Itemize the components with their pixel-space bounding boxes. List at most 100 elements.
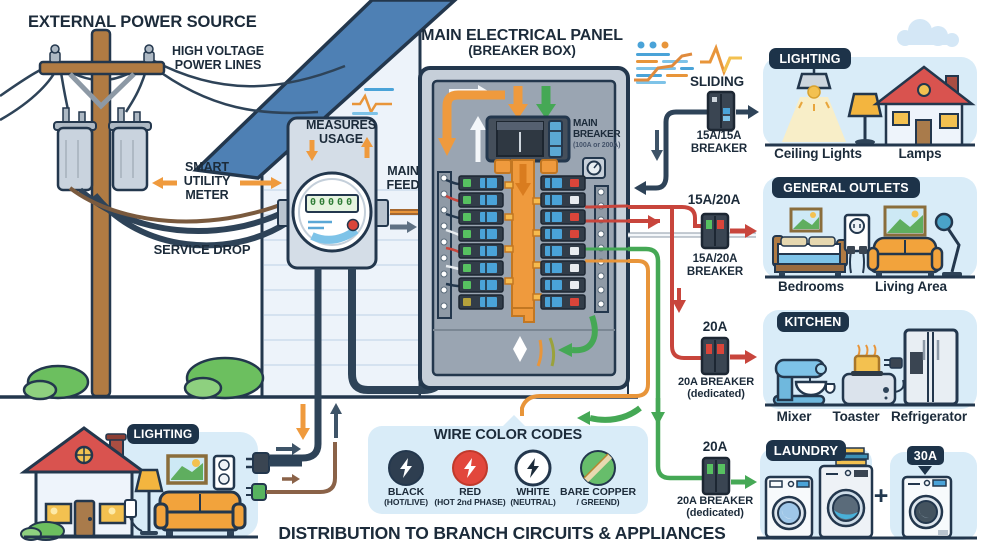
washer-with-clothes xyxy=(818,447,874,539)
orange-feed-elbow xyxy=(442,90,505,138)
main-feed-arrow xyxy=(390,221,417,233)
wall-outlet xyxy=(124,499,143,532)
orange-down-arrow xyxy=(438,138,456,156)
zone-pill-lighting: LIGHTING xyxy=(769,48,851,69)
footer-title: DISTRIBUTION TO BRANCH CIRCUITS & APPLIA… xyxy=(278,523,726,543)
wire-color-codes-panel xyxy=(368,415,648,514)
meter-indicator xyxy=(346,218,360,232)
branch-label-20a-kitchen-top: 20A xyxy=(702,319,728,334)
main-breaker-toggle xyxy=(548,120,563,158)
branch-label-15a20a-top: 15A/20A xyxy=(687,192,741,207)
branch-label-15a20a: 15A/20A BREAKER xyxy=(686,253,744,278)
pulse-icon xyxy=(700,43,742,77)
branch-label-sliding: SLIDING xyxy=(689,74,745,89)
picture-frame xyxy=(883,205,927,237)
branch-label-20a-laundry-top: 20A xyxy=(702,439,728,454)
branch-label-20a-laundry: 20A BREAKER (dedicated) xyxy=(676,495,754,520)
caption-ceiling-lights: Ceiling Lights xyxy=(774,146,862,161)
branch-breaker-15a20a xyxy=(700,212,757,250)
diamond-marker xyxy=(513,336,527,362)
wire-code-name-white: WHITE xyxy=(516,486,550,498)
sofa xyxy=(153,490,247,537)
main-breaker xyxy=(485,115,571,163)
mixer xyxy=(772,358,836,406)
caption-refrigerator: Refrigerator xyxy=(890,409,968,424)
main-breaker-rating: (100A or 200A) xyxy=(573,142,621,149)
smart-meter-label: SMART UTILITY METER xyxy=(183,160,231,202)
wire-code-desc-white: (NEUTRAL) xyxy=(510,497,556,507)
white-up-arrow xyxy=(470,116,486,162)
code-red xyxy=(452,450,488,486)
bus-bar xyxy=(494,159,558,323)
transformer xyxy=(108,107,152,192)
branch-breaker-20a-kitchen xyxy=(700,336,757,376)
external-power-title: EXTERNAL POWER SOURCE xyxy=(28,13,257,31)
outlet-panel xyxy=(212,454,236,491)
meter-display-value: 00000 xyxy=(310,197,356,208)
chart-icon xyxy=(634,41,694,84)
branch-breaker-sliding xyxy=(706,90,759,132)
laundry-30a-badge: 30A xyxy=(907,446,944,465)
service-drop-cables xyxy=(68,186,290,249)
zone-lighting xyxy=(763,19,977,147)
roof xyxy=(192,0,458,180)
laundry-plus-sign: + xyxy=(873,482,889,510)
wire-code-desc-bare-copper: / GREEND) xyxy=(576,497,620,507)
code-bare-copper xyxy=(580,450,616,486)
loose-wire xyxy=(536,339,543,367)
outlet xyxy=(843,213,871,274)
branch-label-20a-kitchen: 20A BREAKER (dedicated) xyxy=(677,376,755,401)
refrigerator xyxy=(903,328,959,406)
breaker-rows-right xyxy=(540,175,586,310)
transformer xyxy=(53,107,97,192)
meter-display xyxy=(305,194,359,213)
code-white xyxy=(514,449,552,487)
insulators xyxy=(49,44,155,63)
green-return-arrow xyxy=(558,315,598,357)
green-plug xyxy=(246,442,337,501)
usage-arrows xyxy=(306,137,373,161)
panel-title: MAIN ELECTRICAL PANEL xyxy=(421,27,623,44)
breaker-rows-left xyxy=(458,175,504,310)
bush xyxy=(22,356,265,401)
caption-lamps: Lamps xyxy=(898,146,942,161)
measures-usage-label: MEASURES USAGE xyxy=(305,118,377,146)
branch-breaker-20a-laundry xyxy=(701,456,757,496)
branch-wiring xyxy=(520,109,756,481)
branch-label-15a15a: 15A/15A BREAKER xyxy=(690,130,748,155)
utility-pole xyxy=(38,28,166,398)
picture-frame xyxy=(789,207,823,233)
bottom-lighting-scene xyxy=(19,426,337,541)
zone-kitchen xyxy=(763,310,977,409)
main-breaker-label: MAIN BREAKER xyxy=(573,118,621,140)
caption-mixer: Mixer xyxy=(776,409,812,424)
caption-living-area: Living Area xyxy=(875,279,947,294)
bottom-scene-pill-lighting: LIGHTING xyxy=(127,424,199,444)
floor-lamp xyxy=(134,468,164,535)
high-voltage-label: HIGH VOLTAGE POWER LINES xyxy=(171,44,265,72)
wire-code-desc-black: (HOT/LIVE) xyxy=(384,497,428,507)
cloud xyxy=(897,19,959,47)
zone-general-outlets xyxy=(763,177,977,279)
service-drop-label: SERVICE DROP xyxy=(153,242,251,257)
black-plug xyxy=(246,443,302,474)
green-down-arrow xyxy=(536,86,556,119)
picture-frame xyxy=(166,454,208,485)
orange-down-arrow xyxy=(508,86,528,119)
wire-code-name-bare-copper: BARE COPPER xyxy=(560,486,636,498)
washer xyxy=(764,475,814,539)
caption-toaster: Toaster xyxy=(832,409,880,424)
neutral-bus-left xyxy=(437,171,452,319)
house-illustration xyxy=(872,65,976,147)
conduit-arrows xyxy=(296,403,342,440)
badge-pointer xyxy=(918,466,932,475)
zone-pill-laundry: LAUNDRY xyxy=(766,440,846,461)
smart-meter-arrows xyxy=(152,177,282,189)
mini-lines-icon xyxy=(352,88,394,115)
wire-code-desc-red: (HOT 2nd PHASE) xyxy=(434,497,506,507)
wire-code-name-red: RED xyxy=(459,486,481,498)
main-feed-label: MAIN FEED xyxy=(386,164,420,192)
wire-codes-title: WIRE COLOR CODES xyxy=(433,427,583,443)
